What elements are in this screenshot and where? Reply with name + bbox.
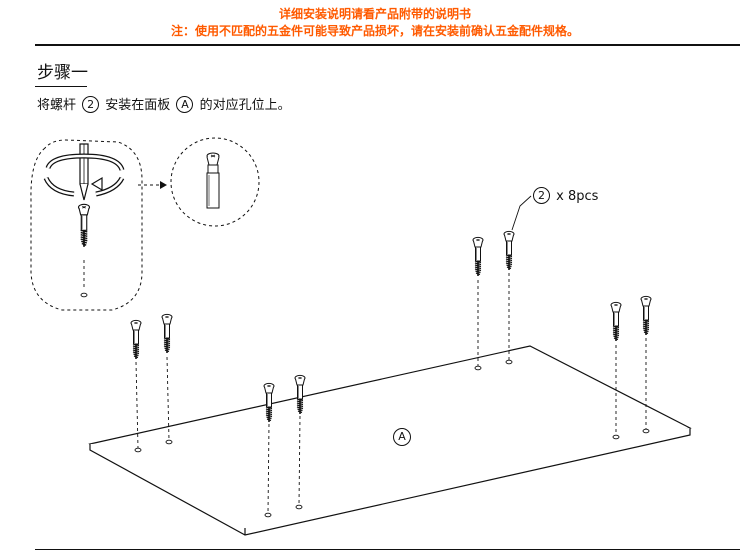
rotation-arrow-icon [43,153,125,197]
dowel-holes [134,359,650,518]
guide-lines [135,273,647,514]
screwdriver-icon [79,143,89,201]
dowel-hole-icon [642,428,650,434]
footer-divider [35,549,740,550]
dowel-hole-icon [165,439,173,445]
panel-board [88,345,692,536]
part-callout: 2 x 8pcs [533,187,598,205]
detail-bubble-installed [170,137,260,227]
callout-part-badge: 2 [533,187,550,204]
part-number-badge: 2 [82,96,100,113]
step-instruction: 将螺杆 2 安装在面板 A 的对应孔位上。 [37,96,291,115]
instruction-text-post: 的对应孔位上。 [199,98,291,113]
callout-quantity: x 8pcs [556,189,599,204]
dowel-hole-icon [264,512,272,518]
step-title: 步骤一 [37,63,88,83]
dowel-hole-icon [80,292,88,298]
callout-leader [511,195,532,231]
dowel-hole-icon [295,504,303,510]
cam-bolt-icon [503,230,515,271]
dowel-hole-icon [474,365,482,371]
header-divider [35,44,740,46]
notice-instructions: 详细安装说明请看产品附带的说明书 [278,7,471,21]
cam-bolt-icon [130,319,142,360]
instruction-text-pre: 将螺杆 [37,98,77,113]
cam-bolt-icon [610,301,622,342]
cam-bolt-icon [206,152,220,209]
dowel-hole-icon [134,447,142,453]
panel-letter-badge: A [176,96,194,113]
cam-bolt-icon [640,295,652,336]
notice-warning: 注：使用不匹配的五金件可能导致产品损坏，请在安装前确认五金配件规格。 [170,24,579,38]
dowel-hole-icon [612,434,620,440]
dowel-hole-icon [505,359,513,365]
transition-arrow [138,181,167,189]
cam-bolt-icon [161,313,173,354]
panel-letter-label: A [393,428,411,446]
detail-bubble-tightening [30,139,143,311]
cam-bolt-icon [472,236,484,277]
instruction-text-mid: 安装在面板 [105,98,171,113]
step-title-underline [35,86,87,87]
